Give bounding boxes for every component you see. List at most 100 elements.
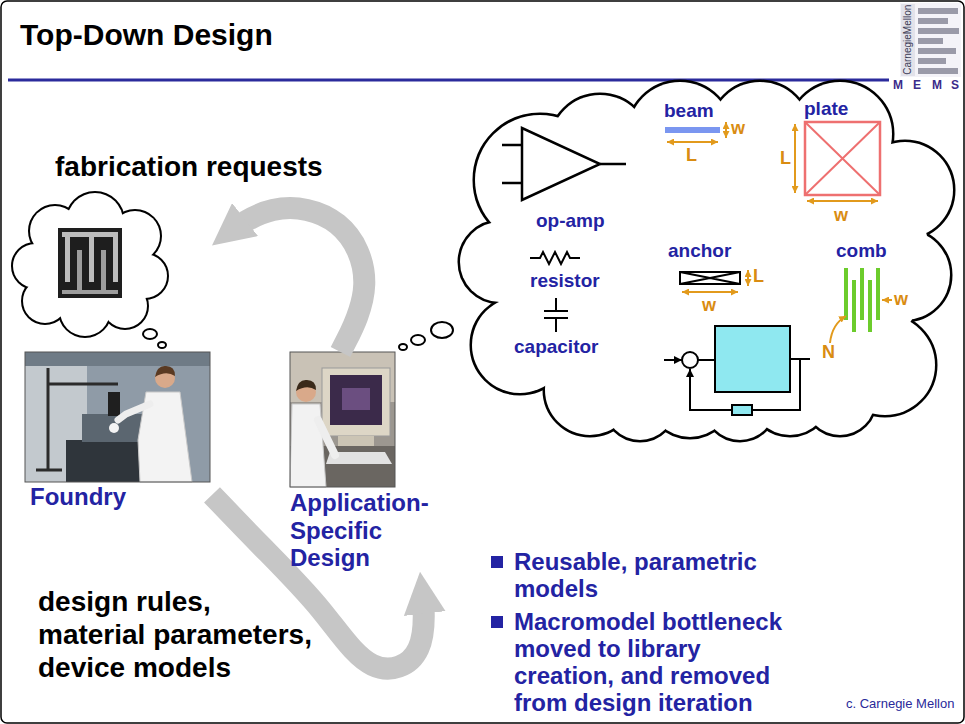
logo-letter: M [932, 79, 942, 93]
logo-mark [918, 18, 948, 24]
dimension-arrows [830, 316, 846, 343]
designer-photo [342, 388, 370, 410]
thought-bubbles [431, 322, 453, 338]
logo-letter: E [913, 79, 921, 93]
foundry-photo [48, 383, 118, 386]
comb-shape [846, 268, 878, 332]
anchor-shape [680, 272, 740, 284]
component-label: resistor [530, 270, 600, 292]
sem-thought-cloud [13, 193, 167, 336]
logo-mark [918, 8, 958, 14]
node-label: Application- Specific Design [290, 489, 438, 572]
block-diagram-symbol [715, 326, 790, 392]
thought-bubbles [411, 335, 425, 345]
slide-title: Top-Down Design [20, 18, 273, 53]
block-diagram-symbol [690, 369, 732, 410]
designer-photo [296, 380, 316, 391]
dimension-label: w [702, 295, 716, 316]
dimension-arrows [667, 122, 892, 343]
foundry-photo [108, 392, 120, 416]
foundry-photo [25, 352, 210, 482]
flow-label: fabrication requests [55, 150, 323, 183]
designer-photo [290, 352, 395, 487]
block-diagram-symbol [682, 352, 698, 368]
dimension-label: w [731, 118, 745, 139]
bullet-squares [491, 556, 503, 568]
sem-thought-cloud [62, 232, 118, 237]
dimension-label: N [822, 342, 835, 363]
capacitor-symbol [544, 298, 568, 332]
flow-label: design rules, material parameters, devic… [38, 585, 318, 684]
logo-mark [900, 3, 961, 77]
logo-mark [918, 58, 946, 64]
dimension-arrows [882, 299, 892, 301]
sem-thought-cloud [158, 342, 166, 348]
beam-shape [665, 127, 720, 133]
logo-mark [900, 3, 961, 77]
foundry-photo [25, 352, 210, 482]
connector-group [212, 208, 424, 668]
dimension-label: L [753, 266, 764, 287]
logo-text: CarnegieMellon [902, 4, 914, 76]
designer-photo [338, 436, 374, 446]
designer-photo [330, 375, 382, 425]
capacitor-symbol [544, 298, 568, 332]
plate-shape [805, 122, 880, 195]
thought-bubbles [399, 322, 453, 350]
foundry-photo-panel: Foundry [20, 195, 212, 511]
bullet-squares [491, 616, 503, 628]
dimension-arrows [794, 124, 796, 193]
bullet-text: Reusable, parametric models [514, 548, 796, 602]
block-diagram-symbol [664, 359, 682, 361]
comb-shape [854, 280, 870, 332]
sem-thought-cloud [143, 329, 157, 339]
logo-mark [901, 4, 915, 76]
logo-mark [918, 48, 956, 54]
design-photo-panel: Application- Specific Design [288, 352, 438, 572]
block-diagram-symbol [732, 405, 752, 415]
sem-thought-cloud [13, 193, 167, 336]
library-cloud [460, 82, 953, 440]
designer-photo [290, 352, 395, 487]
dimension-arrows [682, 291, 738, 293]
sem-thought-cloud [101, 250, 106, 294]
dimension-arrows [667, 141, 718, 143]
sem-thought-cloud [58, 228, 122, 298]
library-cloud [490, 110, 930, 410]
sem-thought-cloud [65, 237, 70, 282]
comb-shape [846, 268, 878, 320]
plate-shape [805, 122, 880, 195]
op-amp-symbol [502, 145, 626, 183]
component-label: plate [804, 98, 848, 120]
dimension-label: w [834, 205, 848, 226]
sem-thought-cloud [35, 226, 145, 306]
dimension-arrows [725, 122, 727, 138]
logo-letter: M [893, 79, 903, 93]
block-diagram-symbol [752, 359, 810, 410]
sem-thought-cloud [62, 290, 118, 294]
flow-arrow [212, 208, 364, 352]
designer-photo [318, 420, 335, 455]
footer-note: c. Carnegie Mellon [846, 697, 954, 712]
thought-bubbles [399, 344, 407, 350]
component-label: anchor [668, 240, 731, 262]
foundry-photo [36, 469, 62, 472]
resistor-symbol [530, 252, 580, 264]
component-label: op-amp [536, 210, 605, 232]
bullet-text: Macromodel bottleneck moved to library c… [514, 608, 796, 716]
sem-thought-cloud [13, 193, 167, 348]
node-label: Foundry [30, 483, 212, 511]
op-amp-symbol [522, 128, 600, 200]
beam-shape [665, 127, 720, 133]
designer-photo [290, 352, 395, 487]
component-label: beam [664, 100, 714, 122]
component-label: capacitor [514, 336, 598, 358]
foundry-photo [109, 423, 119, 433]
dimension-label: w [894, 289, 908, 310]
sem-thought-cloud [113, 237, 118, 282]
bullet-squares [491, 556, 503, 628]
logo-mark [918, 38, 943, 44]
